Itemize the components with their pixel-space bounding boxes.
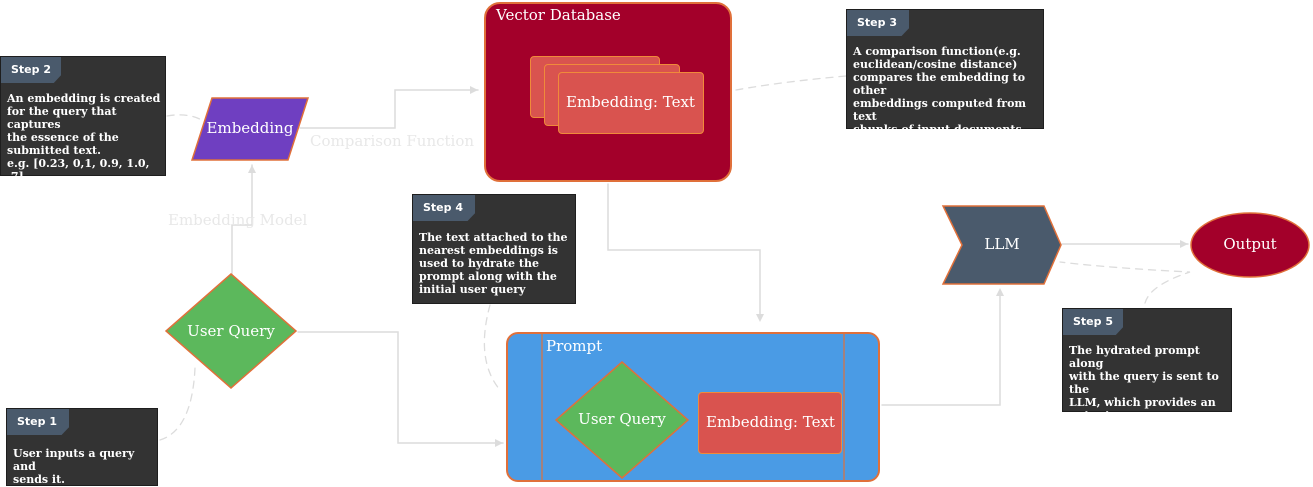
llm-node[interactable] [940, 204, 1064, 286]
step-3-note: Step 3 A comparison function(e.g. euclid… [846, 9, 1044, 162]
edge-query-to-embedding [231, 164, 253, 279]
dash-step1 [159, 367, 196, 441]
prompt-title: Prompt [546, 337, 603, 355]
edge-embedding-to-vectordb [299, 89, 479, 129]
step-5-note: Step 5 The hydrated prompt along with th… [1062, 308, 1232, 422]
edge-vectordb-to-prompt [607, 183, 761, 321]
step-4-tab: Step 4 [413, 195, 475, 221]
step-5-line: LLM, which provides an [1069, 396, 1216, 409]
step-5-line: with the query is sent to the [1069, 370, 1219, 396]
edge-prompt-to-llm [881, 289, 1001, 406]
step-2-tab: Step 2 [1, 57, 61, 83]
step-2-line: An embedding is created [7, 92, 161, 105]
prompt-embedding-card[interactable] [698, 392, 842, 454]
step-3-line: chunks of input documents and [853, 123, 1022, 149]
dash-step3 [735, 75, 847, 91]
step-2-line: the essence of the [7, 131, 119, 144]
edge-label-embedding-model: Embedding Model [168, 211, 308, 229]
step-2-line: for the query that captures [7, 105, 117, 131]
dash-step4 [483, 304, 501, 391]
step-5-line: The hydrated prompt along [1069, 344, 1200, 370]
step-2-line: submitted text. [7, 144, 101, 157]
step-1-note: Step 1 User inputs a query and sends it. [6, 408, 158, 486]
embedding-node[interactable] [190, 96, 310, 162]
output-label: Output [1223, 235, 1277, 253]
step-2-note: Step 2 An embedding is created for the q… [0, 56, 166, 183]
edge-query-to-prompt [297, 331, 504, 444]
step-1-line: User inputs a query and [13, 447, 135, 473]
output-node[interactable] [1188, 210, 1312, 280]
edge-label-comparison-function: Comparison Function [310, 132, 475, 150]
user-query-node[interactable] [164, 272, 298, 390]
llm-label: LLM [984, 235, 1020, 253]
step-3-line: euclidean/cosine distance) [853, 58, 1018, 71]
prompt-dividers [541, 334, 845, 480]
step-5-tab: Step 5 [1063, 309, 1123, 335]
step-2-line: e.g. [0.23, 0,1, 0.9, 1.0, .7] [7, 157, 150, 183]
user-query-label: User Query [187, 322, 275, 340]
prompt-embedding-label: Embedding: Text [706, 413, 835, 431]
step-5-line: output. [1069, 409, 1115, 422]
embedding-node-label: Embedding [206, 119, 294, 137]
step-3-line: embeddings computed from text [853, 97, 1027, 123]
step-4-note: Step 4 The text attached to the nearest … [412, 194, 576, 304]
prompt-user-query-node[interactable] [554, 360, 690, 480]
step-4-line: used to hydrate the [419, 257, 539, 270]
step-3-line: A comparison function(e.g. [853, 45, 1021, 58]
embedding-card-front[interactable] [558, 72, 704, 134]
vector-database-title: Vector Database [496, 6, 621, 24]
step-3-line: compares the embedding to other [853, 71, 1026, 97]
step-3-line: finds the n-closest ones. [853, 149, 1003, 162]
step-1-tab: Step 1 [7, 409, 69, 435]
step-4-line: initial user query [419, 283, 526, 296]
step-4-line: prompt along with the [419, 270, 557, 283]
step-3-tab: Step 3 [847, 10, 909, 36]
step-4-line: nearest embeddings is [419, 244, 558, 257]
dash-step5 [1059, 261, 1191, 304]
prompt-user-query-label: User Query [578, 410, 666, 428]
dash-step2 [166, 114, 206, 123]
embedding-card-label: Embedding: Text [566, 93, 695, 111]
step-1-line: sends it. [13, 473, 65, 486]
step-4-line: The text attached to the [419, 231, 568, 244]
